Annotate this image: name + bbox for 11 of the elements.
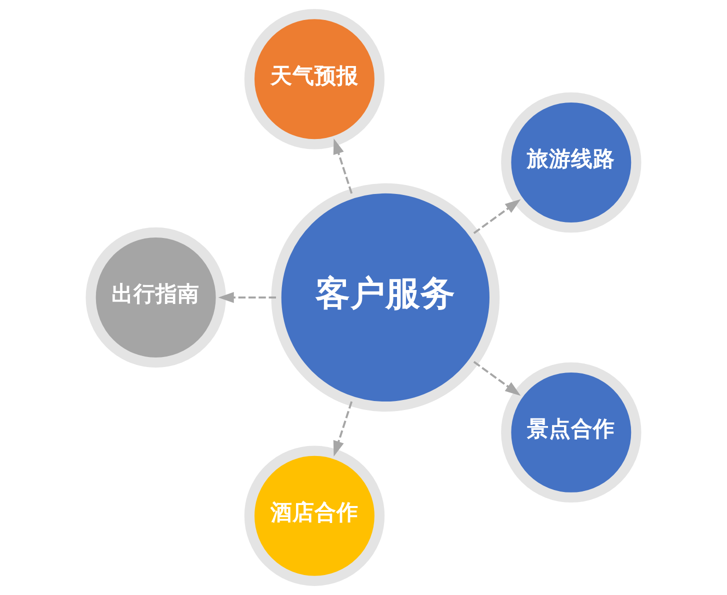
node-circle: 旅游线路 bbox=[501, 92, 642, 233]
node-circle: 客户服务 bbox=[271, 183, 500, 412]
node-circle: 出行指南 bbox=[86, 227, 226, 368]
arrow bbox=[333, 138, 353, 194]
arrow bbox=[218, 292, 276, 303]
node-circle: 景点合作 bbox=[501, 362, 642, 503]
node-circle: 天气预报 bbox=[244, 9, 385, 150]
node-circle: 酒店合作 bbox=[244, 446, 385, 586]
arrow bbox=[333, 401, 353, 457]
arrow bbox=[473, 361, 521, 396]
arrow bbox=[473, 199, 521, 234]
